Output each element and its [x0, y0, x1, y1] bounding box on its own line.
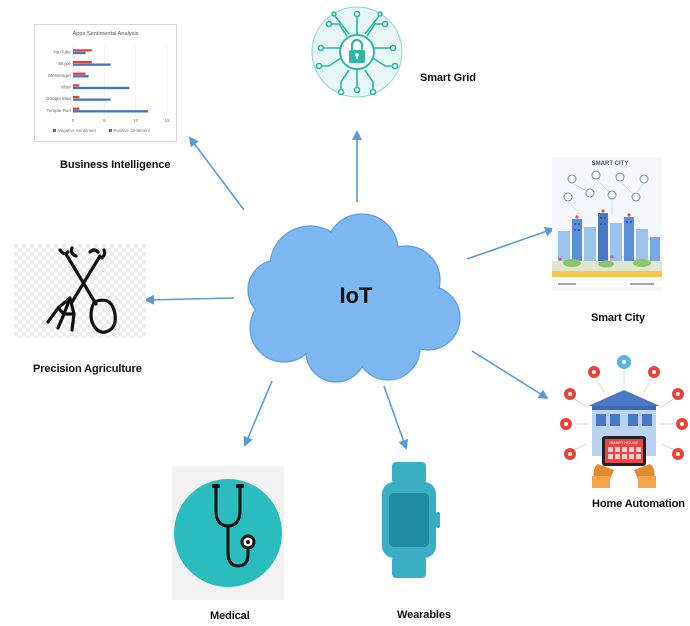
wearables-watch-icon	[382, 462, 440, 578]
bar-positive	[73, 98, 111, 101]
smart-city-illustration: SMART CITY	[552, 157, 662, 291]
x-tick-label: 10	[133, 118, 139, 123]
category-label: Skype	[58, 61, 71, 66]
caption-precision-agriculture: Precision Agriculture	[33, 363, 142, 375]
bar-positive	[73, 51, 86, 55]
bar-positive	[73, 110, 149, 113]
legend-label: Positive Sentiment	[114, 128, 151, 133]
bar-negative	[73, 60, 92, 64]
x-tick-label: 5	[103, 118, 106, 123]
bar-negative	[73, 49, 92, 52]
legend-label: Negative Sentiment	[58, 128, 97, 133]
agriculture-tools-icon	[14, 244, 146, 338]
bar-positive	[73, 86, 130, 90]
iot-cloud: IoT	[247, 213, 461, 383]
home-automation-illustration: SMART HOUSE	[560, 355, 688, 488]
x-tick-label: 0	[72, 118, 75, 123]
bar-positive	[73, 63, 111, 66]
caption-wearables: Wearables	[397, 609, 451, 621]
category-label: Temple Run	[46, 108, 71, 113]
medical-stethoscope-icon	[172, 466, 284, 600]
smart-city-title: SMART CITY	[592, 161, 629, 167]
category-label: Messenger	[48, 73, 71, 78]
caption-home-automation: Home Automation	[592, 498, 685, 510]
caption-smart-city: Smart City	[591, 312, 646, 324]
category-label: Google Map	[46, 96, 71, 101]
category-label: YouTube	[53, 49, 71, 54]
sentiment-bar-chart: Apps Sentimental Analysis 0 5 10 15 YouTubeSk…	[46, 31, 170, 133]
bar-negative	[73, 107, 80, 110]
x-tick-label: 15	[164, 118, 170, 123]
caption-medical: Medical	[210, 610, 250, 622]
bar-negative	[73, 84, 80, 87]
arrow-medical	[243, 380, 273, 447]
legend-swatch	[53, 129, 56, 132]
bar-negative	[73, 72, 86, 75]
iot-label: IoT	[340, 283, 374, 308]
arrow-home-automation	[471, 350, 549, 400]
caption-smart-grid: Smart Grid	[420, 72, 476, 84]
chart-title: Apps Sentimental Analysis	[73, 31, 139, 37]
bar-positive	[73, 75, 89, 78]
smart-grid-lock-icon	[311, 6, 403, 98]
smart-house-label: SMART HOUSE	[609, 440, 639, 445]
arrow-wearables	[383, 385, 409, 450]
bar-negative	[73, 95, 80, 99]
legend-swatch	[109, 129, 112, 132]
arrow-smart-city	[466, 226, 555, 260]
arrow-business-intelligence	[188, 136, 245, 211]
caption-business-intelligence: Business Intelligence	[60, 159, 171, 171]
category-label: Viber	[60, 84, 71, 89]
arrow-precision-agriculture	[144, 294, 235, 305]
